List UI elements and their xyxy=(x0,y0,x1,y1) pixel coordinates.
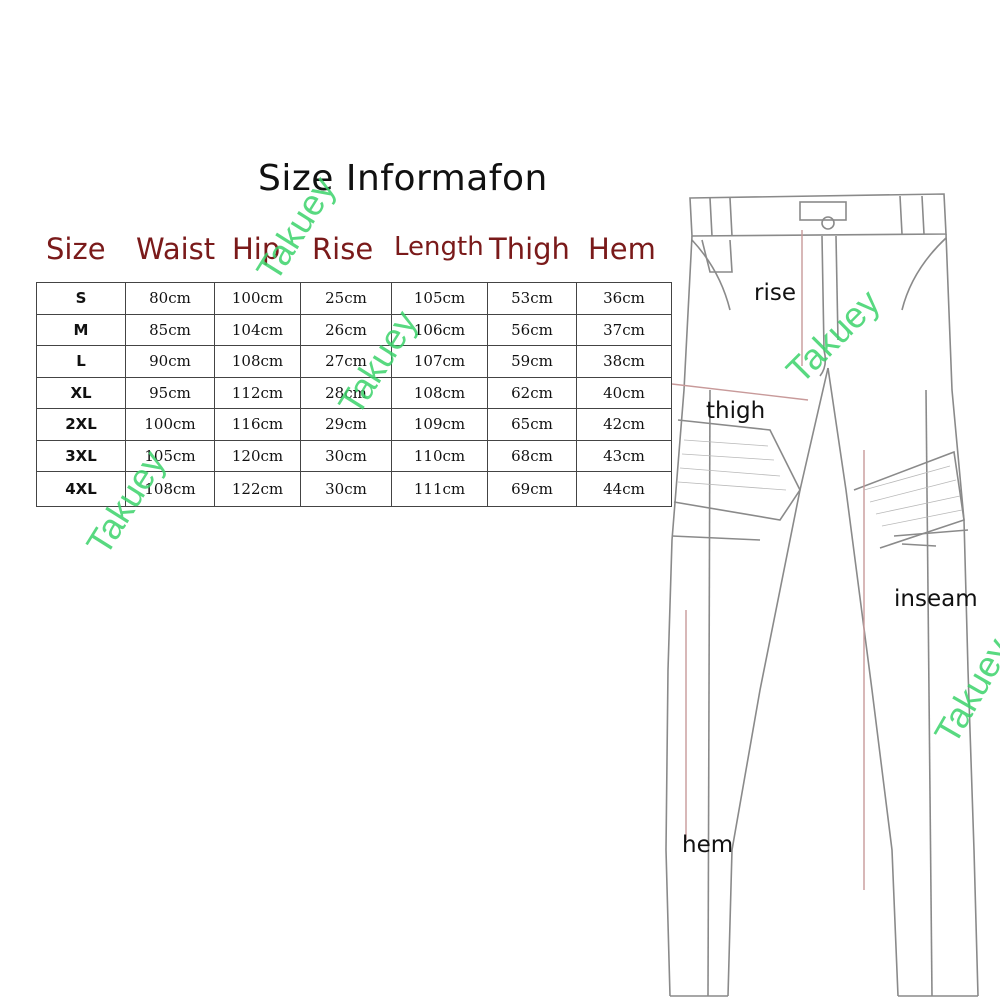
measurement-cell: 27cm xyxy=(300,345,392,378)
measurement-cell: 120cm xyxy=(214,439,301,472)
size-cell: 4XL xyxy=(36,471,126,507)
header-length: Length xyxy=(394,232,484,262)
measurement-cell: 42cm xyxy=(576,408,672,441)
label-thigh: thigh xyxy=(706,398,766,424)
header-size: Size xyxy=(46,232,106,266)
measurement-cell: 26cm xyxy=(300,313,392,346)
measurement-cell: 56cm xyxy=(487,313,577,346)
measurement-cell: 43cm xyxy=(576,439,672,472)
measurement-cell: 95cm xyxy=(125,376,215,409)
measurement-cell: 108cm xyxy=(125,471,215,507)
size-cell: 3XL xyxy=(36,439,126,472)
measurement-cell: 25cm xyxy=(300,282,392,315)
measurement-cell: 100cm xyxy=(125,408,215,441)
size-cell: 2XL xyxy=(36,408,126,441)
measurement-cell: 106cm xyxy=(391,313,488,346)
measurement-cell: 30cm xyxy=(300,439,392,472)
measurement-cell: 112cm xyxy=(214,376,301,409)
measurement-cell: 108cm xyxy=(214,345,301,378)
size-cell: S xyxy=(36,282,126,315)
measurement-cell: 30cm xyxy=(300,471,392,507)
measurement-cell: 80cm xyxy=(125,282,215,315)
measurement-cell: 108cm xyxy=(391,376,488,409)
header-rise: Rise xyxy=(312,232,374,266)
header-thigh: Thigh xyxy=(489,232,570,266)
measurement-cell: 116cm xyxy=(214,408,301,441)
measurement-cell: 85cm xyxy=(125,313,215,346)
header-hip: Hip xyxy=(232,232,281,266)
jeans-illustration xyxy=(665,193,979,997)
header-hem: Hem xyxy=(588,232,656,266)
measurement-cell: 69cm xyxy=(487,471,577,507)
measurement-cell: 65cm xyxy=(487,408,577,441)
measurement-cell: 62cm xyxy=(487,376,577,409)
page-title: Size Informafon xyxy=(258,158,548,199)
measurement-cell: 38cm xyxy=(576,345,672,378)
size-cell: M xyxy=(36,313,126,346)
measurement-cell: 104cm xyxy=(214,313,301,346)
measurement-cell: 100cm xyxy=(214,282,301,315)
jeans-diagram: rise thigh inseam hem xyxy=(650,190,1000,1000)
measurement-cell: 105cm xyxy=(125,439,215,472)
measurement-cell: 29cm xyxy=(300,408,392,441)
measurement-cell: 105cm xyxy=(391,282,488,315)
label-hem: hem xyxy=(682,832,734,858)
measurement-cell: 111cm xyxy=(391,471,488,507)
measurement-cell: 68cm xyxy=(487,439,577,472)
label-rise: rise xyxy=(754,280,796,306)
measurement-cell: 36cm xyxy=(576,282,672,315)
size-cell: L xyxy=(36,345,126,378)
measurement-cell: 110cm xyxy=(391,439,488,472)
measurement-cell: 109cm xyxy=(391,408,488,441)
measurement-cell: 40cm xyxy=(576,376,672,409)
measurement-cell: 90cm xyxy=(125,345,215,378)
size-cell: XL xyxy=(36,376,126,409)
measurement-cell: 53cm xyxy=(487,282,577,315)
measurement-cell: 59cm xyxy=(487,345,577,378)
header-waist: Waist xyxy=(136,232,216,266)
column-headers: Size Waist Hip Rise Length Thigh Hem xyxy=(36,232,676,276)
label-inseam: inseam xyxy=(894,586,978,612)
measurement-cell: 44cm xyxy=(576,471,672,507)
measurement-cell: 122cm xyxy=(214,471,301,507)
